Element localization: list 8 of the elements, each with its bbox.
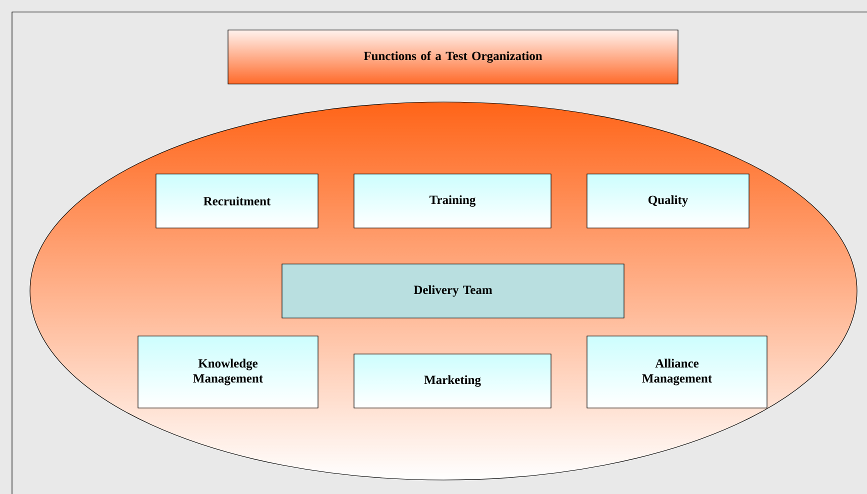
function-box: Marketing bbox=[354, 354, 552, 408]
function-box: Alliance Management bbox=[586, 336, 768, 408]
function-box: Recruitment bbox=[156, 174, 318, 228]
team-box: Delivery Team bbox=[282, 264, 624, 318]
function-box: Knowledge Management bbox=[138, 336, 318, 408]
function-box: Training bbox=[354, 174, 552, 228]
heading-box: Functions of a Test Organization bbox=[228, 30, 678, 84]
function-box: Quality bbox=[586, 174, 750, 228]
